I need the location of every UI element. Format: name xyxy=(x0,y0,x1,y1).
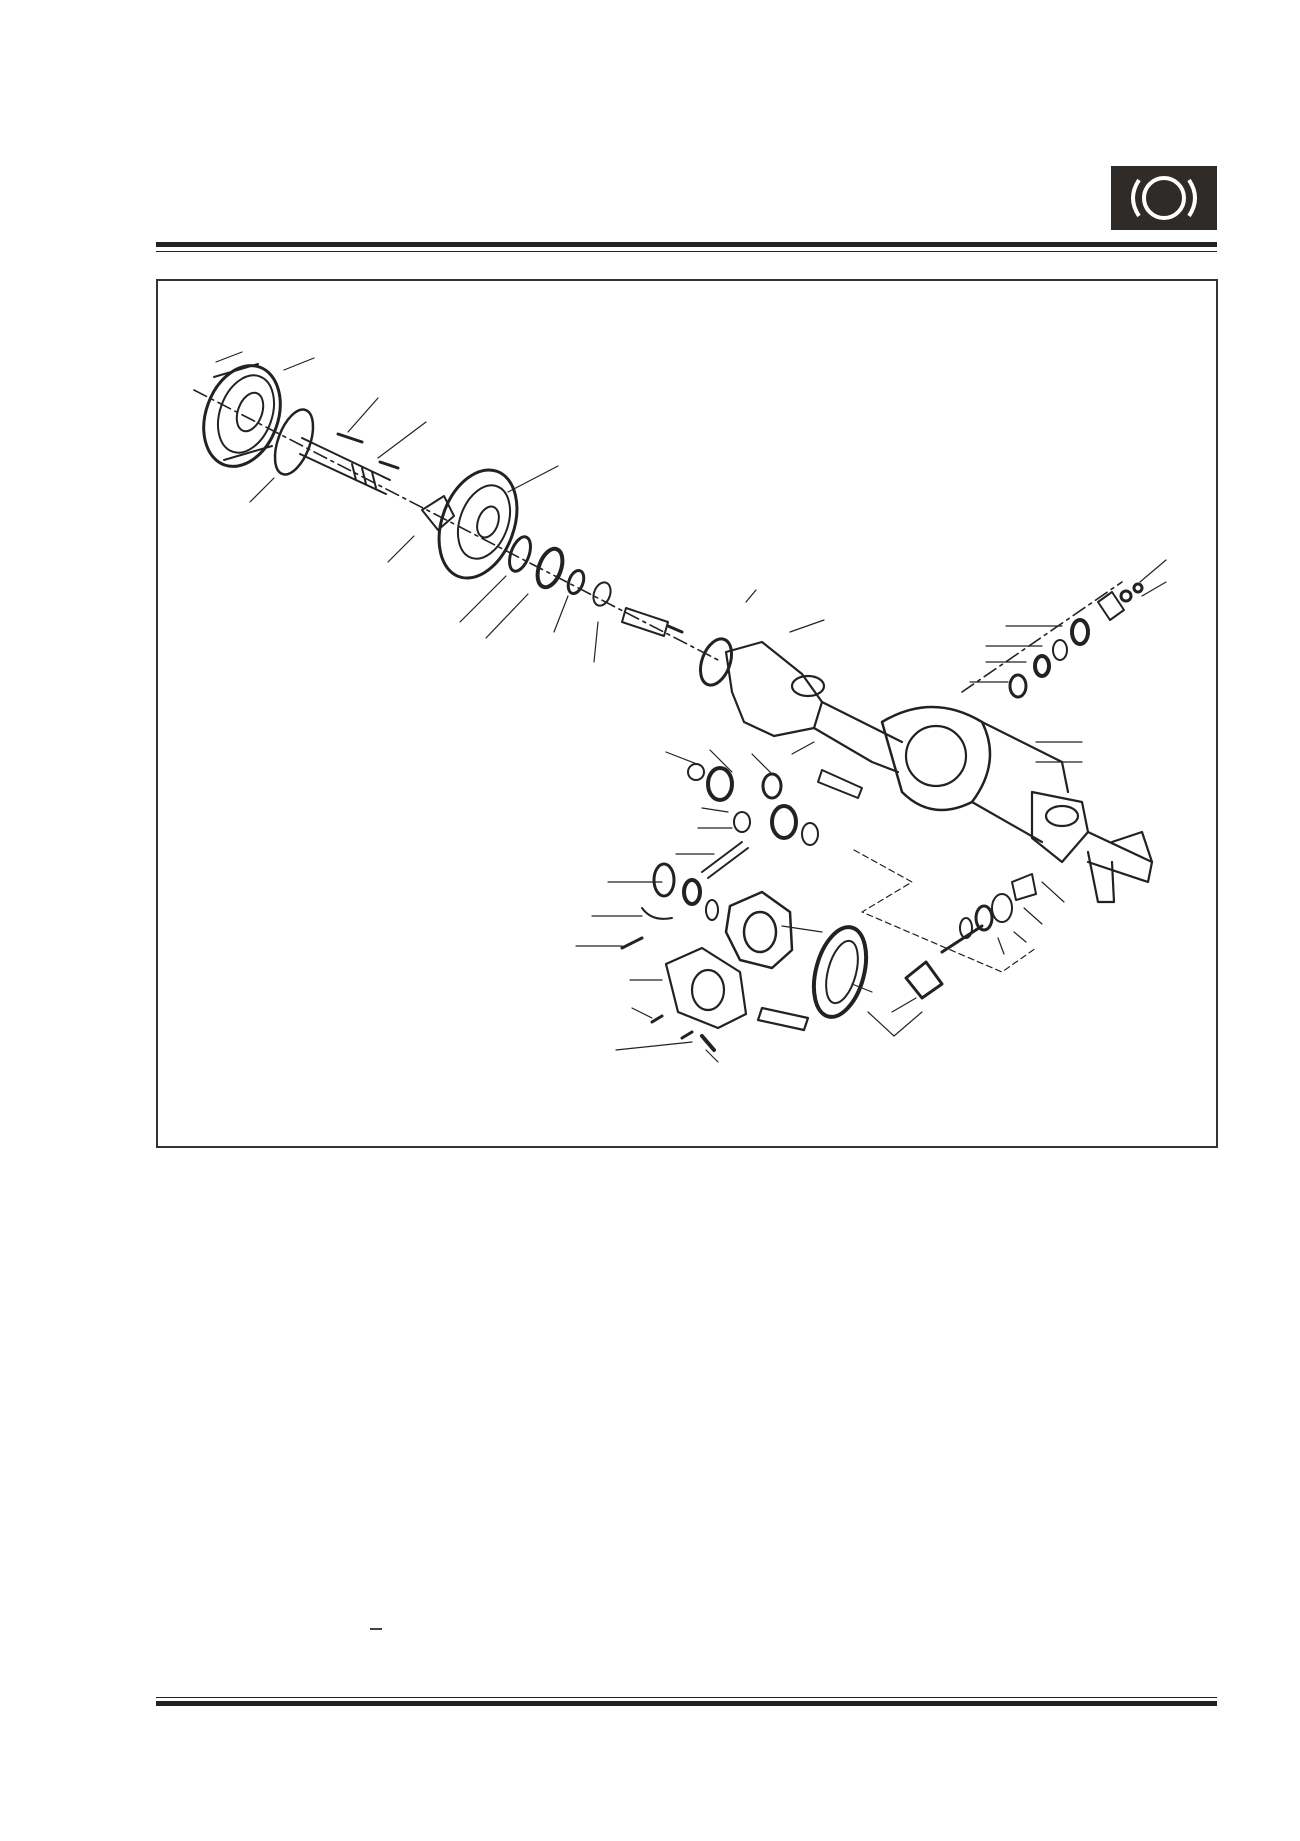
differential-case xyxy=(724,890,794,970)
ring-gear xyxy=(811,925,869,1019)
bearing-set xyxy=(508,535,612,607)
rear-axle-exploded-view-icon xyxy=(193,351,1167,1063)
header-rule xyxy=(156,242,1217,247)
stray-mark xyxy=(370,1628,382,1630)
pinion-gear xyxy=(904,873,1037,1000)
section-badge xyxy=(1111,166,1217,230)
rear-cover xyxy=(650,946,810,1052)
footer-rule-thin xyxy=(156,1697,1217,1698)
callout-leaders xyxy=(215,351,1167,1063)
bolt xyxy=(378,460,400,470)
header-rule-thin xyxy=(156,251,1217,252)
splined-shaft xyxy=(621,607,669,637)
axle-housing xyxy=(698,637,1154,904)
axle-shaft xyxy=(273,408,391,495)
brake-drum xyxy=(202,363,282,468)
figure-frame xyxy=(156,279,1218,1148)
wheel-stud xyxy=(336,432,364,444)
footer-rule xyxy=(156,1701,1217,1706)
brake-backing-plate xyxy=(421,468,519,580)
axle-section-icon xyxy=(1131,176,1197,220)
differential-gears xyxy=(620,763,863,950)
pinion-flange xyxy=(1008,582,1144,699)
